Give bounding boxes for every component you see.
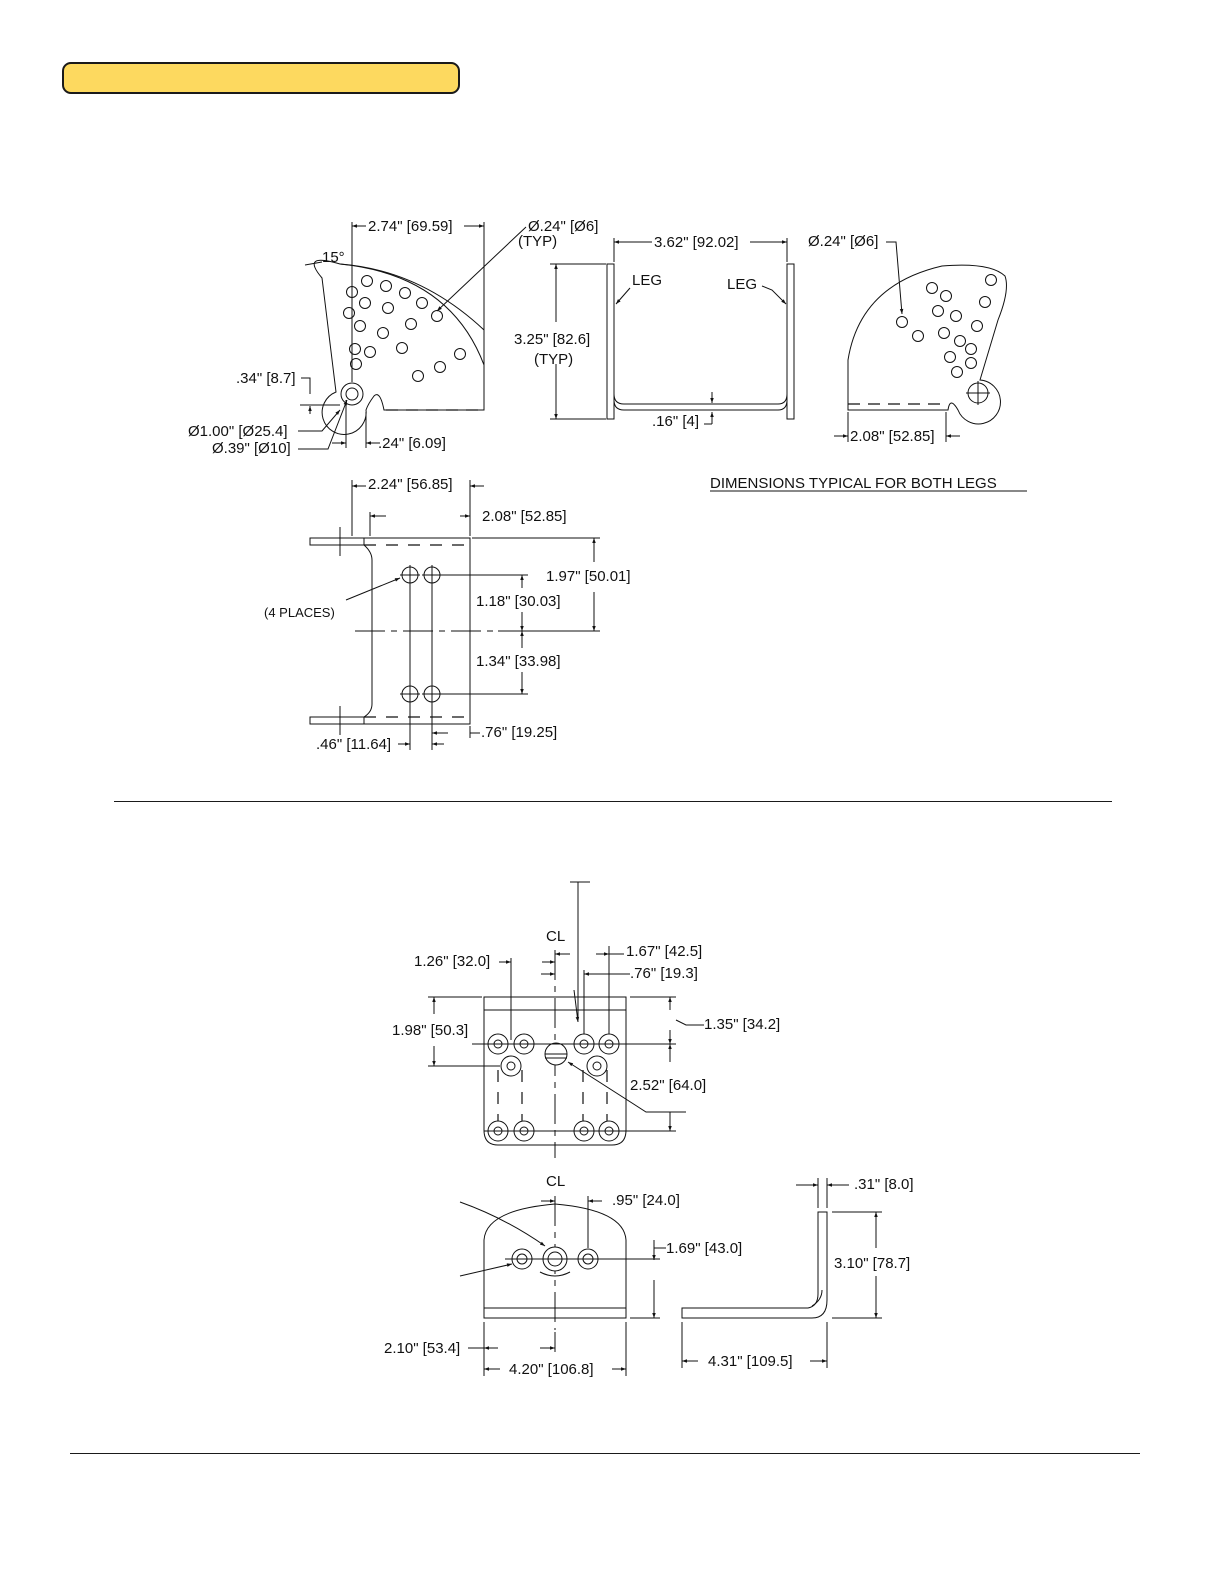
upper-front-view: 3.62" [92.02] LEG LEG 3.25" [82.6] (TYP)… [514, 234, 795, 430]
dim-top-pitch: .76" [19.25] [481, 724, 557, 741]
lower-side-view: .31" [8.0] 3.10" [78.7] 4.31" [109.5] [681, 1176, 914, 1370]
dim-hole-dia: Ø.24" [Ø6] [528, 218, 598, 235]
dim-top-overall: 2.24" [56.85] [368, 476, 453, 493]
dim-base-height: 1.98" [50.3] [392, 1022, 468, 1039]
dim-side-height: 3.10" [78.7] [834, 1255, 910, 1272]
dim-pivot-edge: .24" [6.09] [378, 435, 446, 452]
label-cl-top: CL [546, 928, 565, 945]
base-holes [487, 1033, 620, 1142]
footer-rule [70, 1453, 1140, 1454]
dim-front-width-lower: 4.20" [106.8] [509, 1361, 594, 1378]
dim-top-lower: 1.34" [33.98] [476, 653, 561, 670]
dim-pivot-offset: .34" [8.7] [236, 370, 296, 387]
dim-pivot-inner: Ø.39" [Ø10] [212, 440, 291, 457]
dim-top-inner: 2.08" [52.85] [482, 508, 567, 525]
dim-base-pitch: 1.26" [32.0] [414, 953, 490, 970]
dim-base-right-height: 1.35" [34.2] [704, 1016, 780, 1033]
dim-side-width: 2.74" [69.59] [368, 218, 453, 235]
lower-top-view: CL 1.26" [32.0] 1.67" [42.5] .76" [19.3]… [392, 881, 780, 1158]
dim-front-half-width: 2.10" [53.4] [384, 1340, 460, 1357]
mount-holes [400, 565, 442, 704]
label-leg-left: LEG [632, 272, 662, 289]
dim-hole-typ: (TYP) [518, 233, 557, 250]
label-leg-right: LEG [727, 276, 757, 293]
dim-front-thickness: .16" [4] [652, 413, 699, 430]
dim-front-width: 3.62" [92.02] [654, 234, 739, 251]
perforation-holes-right [896, 274, 997, 378]
dim-hole-dia-right: Ø.24" [Ø6] [808, 233, 878, 250]
dim-top-left: .46" [11.64] [316, 736, 391, 753]
dim-front-height-typ: (TYP) [534, 351, 573, 368]
lower-front-view: CL .95" [24.0] 1.69" [43.0] 2.10" [53.4]… [384, 1173, 742, 1378]
dim-front-hole-height: 1.69" [43.0] [666, 1240, 742, 1257]
title-tab [62, 62, 460, 94]
upper-side-view-left: 2.74" [69.59] Ø.24" [Ø6] (TYP) 15° .34" … [188, 218, 598, 457]
dim-front-hole-offset: .95" [24.0] [612, 1192, 680, 1209]
dim-side-length: 4.31" [109.5] [708, 1353, 793, 1370]
note-four-places: (4 PLACES) [264, 605, 335, 620]
note-typical: DIMENSIONS TYPICAL FOR BOTH LEGS [710, 475, 997, 492]
label-cl-front: CL [546, 1173, 565, 1190]
dim-pivot-outer: Ø1.00" [Ø25.4] [188, 423, 288, 440]
dim-base-row-span: 2.52" [64.0] [630, 1077, 706, 1094]
upper-side-view-right: Ø.24" [Ø6] 2.08" [52.85] [808, 233, 1007, 445]
dim-side-thickness: .31" [8.0] [854, 1176, 914, 1193]
section-divider [114, 801, 1112, 802]
dim-top-span: 1.97" [50.01] [546, 568, 631, 585]
dim-angle: 15° [322, 249, 345, 266]
dim-right-base: 2.08" [52.85] [850, 428, 935, 445]
upper-top-view: (4 PLACES) 2.24" [56.85] 2.08" [52.85] 1… [264, 476, 631, 753]
perforation-holes [343, 275, 466, 382]
dim-front-height: 3.25" [82.6] [514, 331, 590, 348]
dim-base-right-outer: 1.67" [42.5] [626, 943, 702, 960]
dim-base-right-inner: .76" [19.3] [630, 965, 698, 982]
dim-top-upper: 1.18" [30.03] [476, 593, 561, 610]
